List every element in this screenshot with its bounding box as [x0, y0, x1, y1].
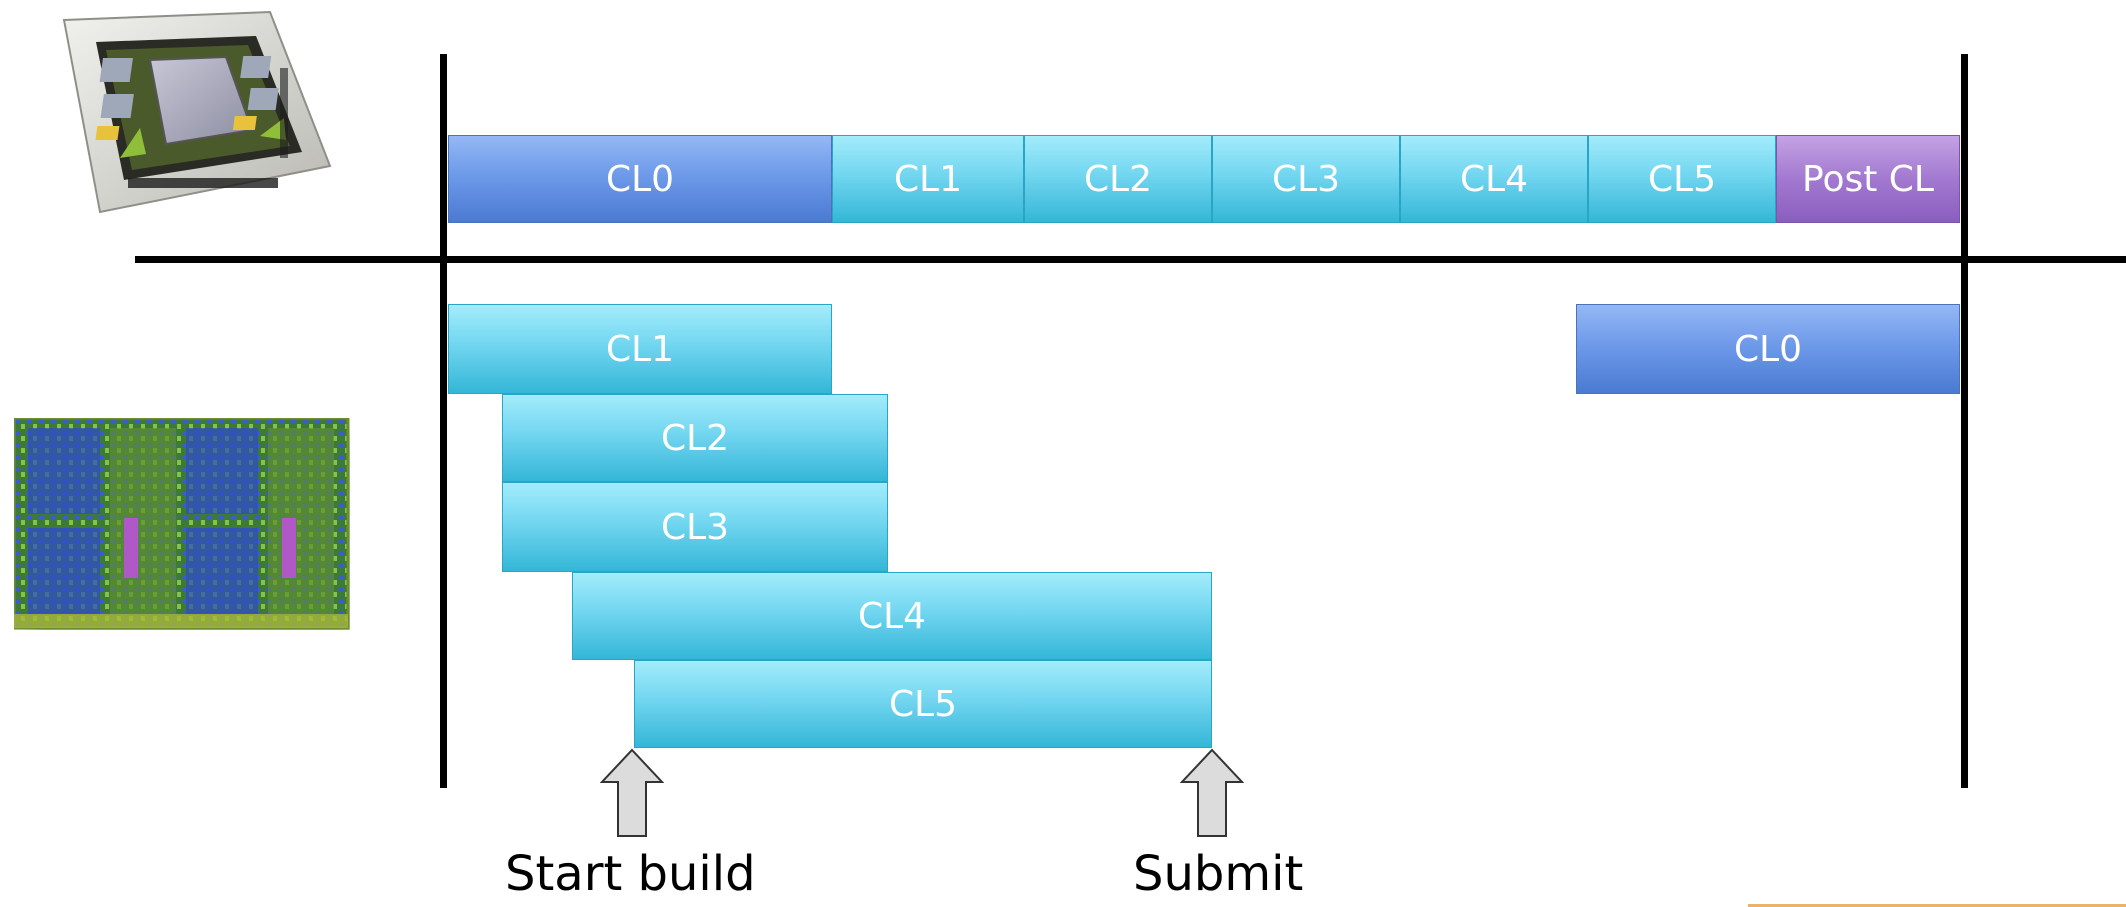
gpu-block-cl3: CL3 [1212, 135, 1400, 223]
gpu-block-cl4: CL4 [1400, 135, 1588, 223]
cpu-block-cl4: CL4 [572, 572, 1212, 660]
cpu-block-cl5: CL5 [634, 660, 1212, 748]
timeline-right-boundary [1961, 54, 1968, 788]
gpu-block-label: CL1 [893, 158, 963, 200]
gpu-block-cl0: CL0 [448, 135, 832, 223]
gpu-block-post-cl: Post CL [1776, 135, 1960, 223]
gpu-block-cl1: CL1 [832, 135, 1024, 223]
gpu-block-cl2: CL2 [1024, 135, 1212, 223]
gpu-block-cl5: CL5 [1588, 135, 1776, 223]
gpu-block-label: CL3 [1271, 158, 1341, 200]
gpu-package-image [50, 8, 334, 216]
submit-label: Submit [1133, 846, 1304, 902]
gpu-block-label: CL0 [605, 158, 675, 200]
gpu-block-label: CL2 [1083, 158, 1153, 200]
start-build-arrow-icon [599, 748, 665, 838]
cpu-block-label: CL3 [660, 506, 730, 548]
cpu-block-label: CL5 [888, 683, 958, 725]
gpu-block-label: CL4 [1459, 158, 1529, 200]
cpu-block-label: CL2 [660, 417, 730, 459]
cpu-block-cl1: CL1 [448, 304, 832, 394]
gpu-block-label: CL5 [1647, 158, 1717, 200]
cpu-block-cl3: CL3 [502, 482, 888, 572]
slide-accent-line [1748, 904, 2126, 907]
cpu-block-label: CL0 [1733, 328, 1803, 370]
cpu-block-cl0: CL0 [1576, 304, 1960, 394]
start-build-label: Start build [505, 846, 756, 902]
cpu-block-label: CL4 [857, 595, 927, 637]
gpu-block-label: Post CL [1802, 158, 1934, 200]
timeline-divider [135, 256, 2126, 263]
submit-arrow-icon [1179, 748, 1245, 838]
cpu-die-image [12, 416, 352, 636]
timeline-left-boundary [440, 54, 447, 788]
cpu-block-cl2: CL2 [502, 394, 888, 482]
cpu-block-label: CL1 [605, 328, 675, 370]
